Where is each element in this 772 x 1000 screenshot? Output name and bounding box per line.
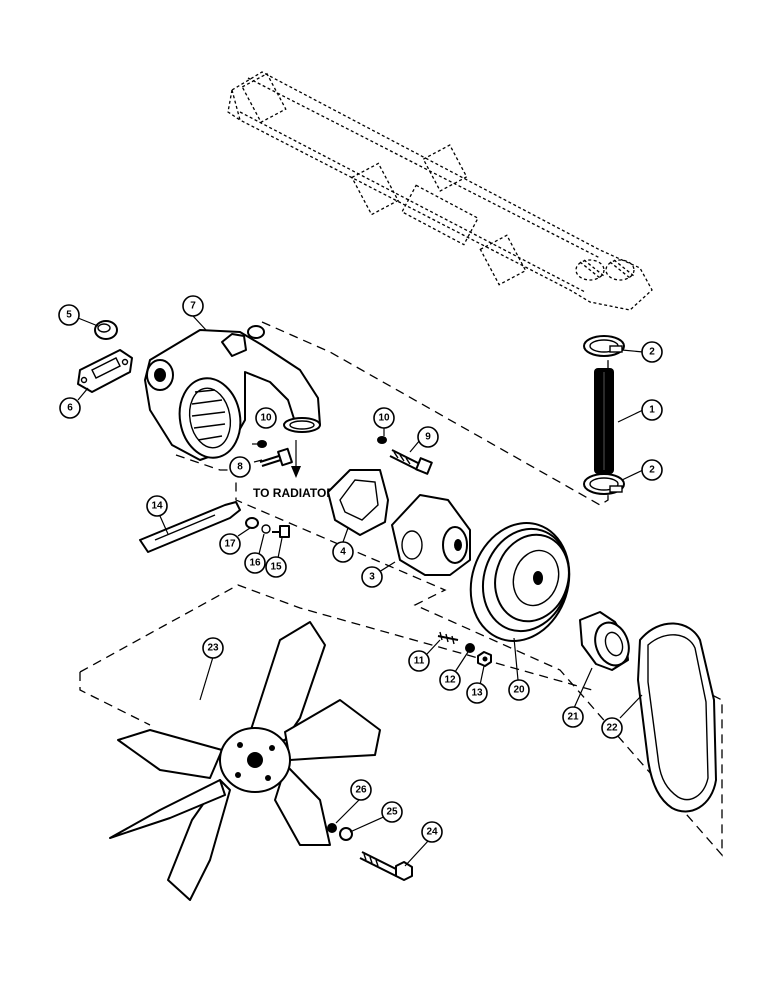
svg-text:10: 10 bbox=[378, 413, 390, 424]
callout-15: 15 bbox=[265, 556, 287, 578]
callout-7: 6 bbox=[59, 397, 81, 419]
callout-8: 8 bbox=[229, 456, 251, 478]
callout-12: 12 bbox=[439, 669, 461, 691]
callout-2-top: 2 bbox=[641, 341, 663, 363]
svg-text:23: 23 bbox=[207, 643, 219, 654]
svg-text:20: 20 bbox=[513, 685, 525, 696]
svg-text:8: 8 bbox=[237, 462, 243, 473]
leader-lines bbox=[77, 315, 644, 867]
part-22-v-belt bbox=[637, 622, 717, 813]
parts-15-16-17-fasteners bbox=[245, 517, 290, 538]
part-10-washer-right bbox=[377, 436, 387, 444]
svg-text:15: 15 bbox=[270, 562, 282, 573]
svg-text:14: 14 bbox=[151, 501, 163, 512]
callout-2-bottom: 2 bbox=[641, 459, 663, 481]
svg-text:6: 6 bbox=[67, 403, 73, 414]
part-24-bolt bbox=[359, 851, 413, 881]
callout-13: 13 bbox=[466, 682, 488, 704]
callout-21: 21 bbox=[562, 706, 584, 728]
svg-text:7: 7 bbox=[190, 301, 196, 312]
part-9-bolt bbox=[389, 449, 433, 475]
callout-10-right: 10 bbox=[373, 407, 395, 429]
part-25-washer bbox=[339, 827, 353, 841]
callout-26: 26 bbox=[350, 779, 372, 801]
svg-text:21: 21 bbox=[567, 712, 579, 723]
svg-text:13: 13 bbox=[471, 688, 483, 699]
svg-text:26: 26 bbox=[355, 785, 367, 796]
part-10-washer-left bbox=[257, 440, 267, 448]
part-1-hose bbox=[594, 368, 614, 474]
part-2-clamp-bottom bbox=[583, 473, 625, 495]
svg-text:2: 2 bbox=[649, 347, 655, 358]
part-14-bracket bbox=[139, 501, 241, 553]
svg-text:25: 25 bbox=[386, 807, 398, 818]
callout-16: 16 bbox=[244, 552, 266, 574]
callout-9: 9 bbox=[417, 426, 439, 448]
callout-10-left: 10 bbox=[255, 407, 277, 429]
svg-text:2: 2 bbox=[649, 465, 655, 476]
part-2-clamp-top bbox=[583, 335, 625, 357]
callout-23: 23 bbox=[202, 637, 224, 659]
svg-text:9: 9 bbox=[425, 432, 431, 443]
callout-20: 20 bbox=[508, 679, 530, 701]
part-7-gasket bbox=[77, 349, 133, 393]
part-6-plug bbox=[94, 320, 118, 340]
part-4-gasket bbox=[327, 469, 389, 536]
callout-11: 11 bbox=[408, 650, 430, 672]
callout-17: 17 bbox=[219, 533, 241, 555]
svg-text:4: 4 bbox=[340, 547, 346, 558]
callout-5: 7 bbox=[182, 295, 204, 317]
part-5-thermostat-housing bbox=[144, 325, 321, 461]
svg-text:5: 5 bbox=[66, 310, 72, 321]
callout-25: 25 bbox=[381, 801, 403, 823]
part-11-stud bbox=[437, 631, 459, 645]
to-radiator-arrow bbox=[291, 440, 301, 478]
part-13-nut bbox=[477, 651, 492, 667]
part-8-bolt bbox=[259, 447, 293, 467]
part-3-water-pump bbox=[391, 494, 471, 576]
to-radiator-label: TO RADIATOR bbox=[253, 486, 335, 500]
svg-text:24: 24 bbox=[426, 827, 438, 838]
callout-3: 3 bbox=[361, 566, 383, 588]
svg-text:22: 22 bbox=[606, 723, 618, 734]
callout-14: 14 bbox=[146, 495, 168, 517]
svg-text:10: 10 bbox=[260, 413, 272, 424]
callout-6: 5 bbox=[58, 304, 80, 326]
svg-text:12: 12 bbox=[444, 675, 456, 686]
part-23-fan bbox=[109, 621, 381, 901]
callout-24: 24 bbox=[421, 821, 443, 843]
part-20-pulley bbox=[469, 522, 571, 642]
svg-text:16: 16 bbox=[249, 558, 261, 569]
part-21-spacer bbox=[579, 611, 630, 671]
callout-4: 4 bbox=[332, 541, 354, 563]
callout-22: 22 bbox=[601, 717, 623, 739]
part-12-washer bbox=[465, 643, 475, 653]
svg-text:1: 1 bbox=[649, 405, 655, 416]
part-26-washer bbox=[327, 823, 337, 833]
svg-text:11: 11 bbox=[414, 656, 425, 667]
svg-text:17: 17 bbox=[224, 539, 236, 550]
callout-1: 1 bbox=[641, 399, 663, 421]
water-manifold-phantom bbox=[227, 71, 653, 311]
svg-text:3: 3 bbox=[369, 572, 375, 583]
